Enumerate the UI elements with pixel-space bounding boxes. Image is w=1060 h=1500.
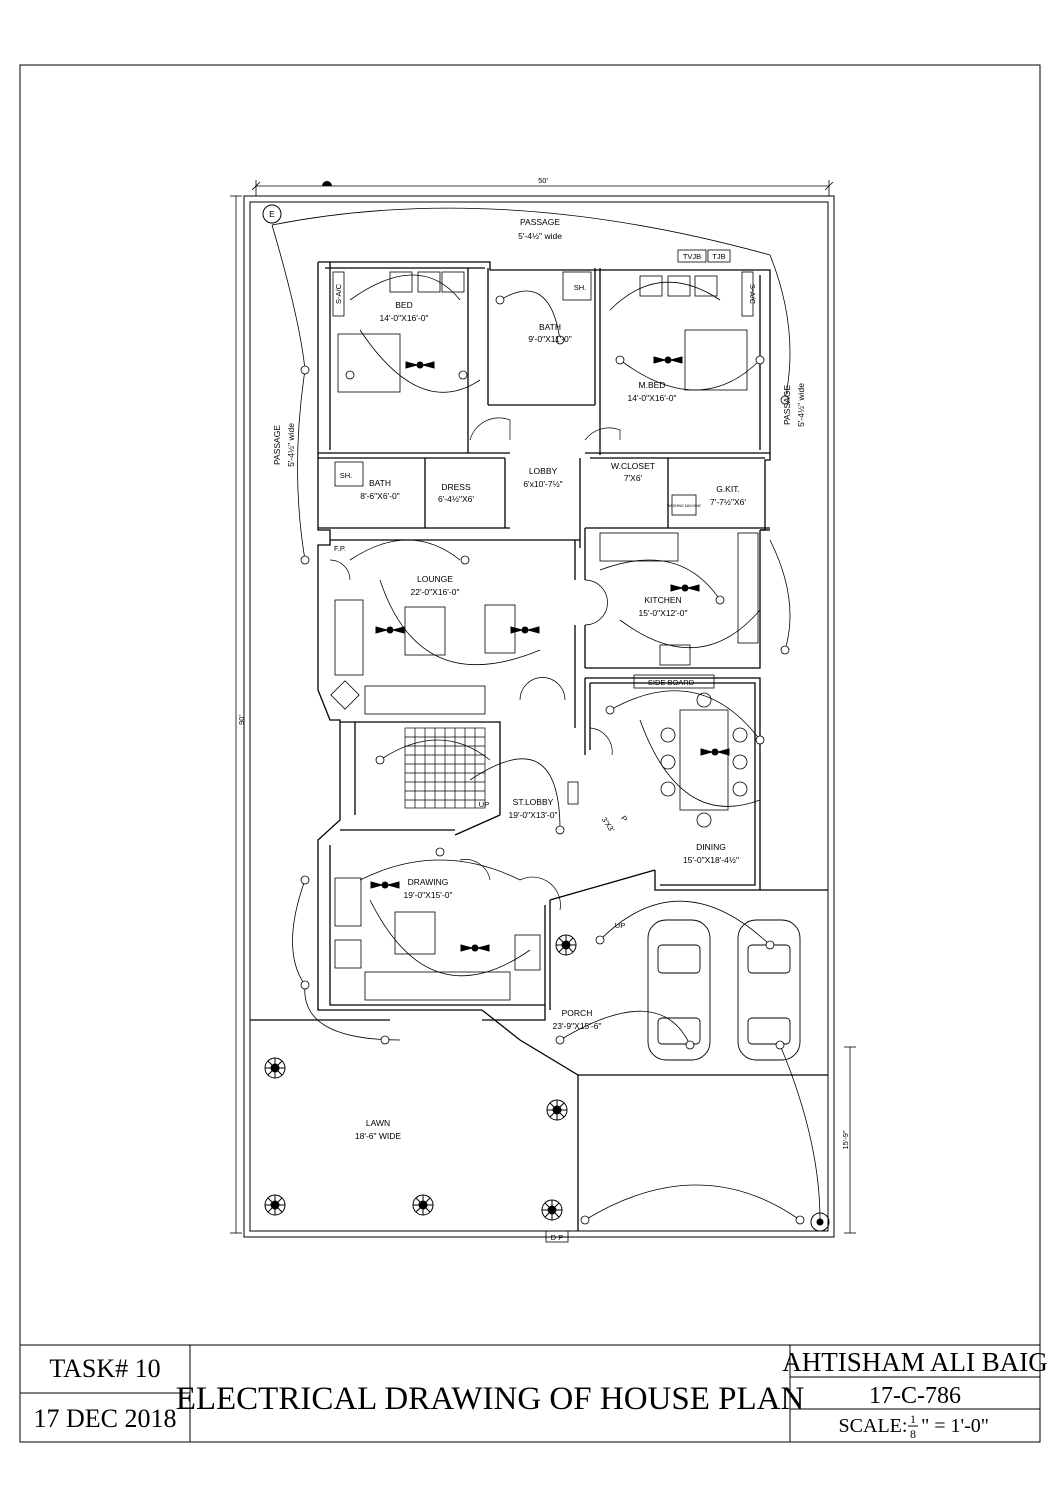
kitchen-counter <box>599 532 759 689</box>
plot-boundary <box>243 195 835 1238</box>
room-name-powder: P <box>619 814 629 823</box>
room-size-kitchen: 15'-0"X12'-0" <box>639 608 688 618</box>
room-name-stlobby: ST.LOBBY <box>513 797 554 807</box>
roll-number: 17-C-786 <box>869 1383 961 1409</box>
scale-suffix: " = 1'-0" <box>921 1415 989 1437</box>
washing-machine-icon <box>671 494 697 516</box>
sh-top-label: SH. <box>574 283 587 292</box>
dimension-width-label: 50' <box>538 176 548 185</box>
tree-icons <box>264 934 830 1232</box>
room-size-passage-top: 5'-4½" wide <box>518 231 562 241</box>
car-icon-2 <box>737 919 801 1061</box>
room-size-drawing: 19'-0"X15'-0" <box>404 890 453 900</box>
lounge-furniture <box>330 599 516 715</box>
sheet-border <box>19 64 1041 1443</box>
room-name-bed: BED <box>395 300 412 310</box>
room-name-passage-left: PASSAGE <box>272 425 282 465</box>
author-name: AHTISHAM ALI BAIG <box>782 1347 1048 1377</box>
room-size-dining: 15'-0"X18'-4½" <box>683 855 739 865</box>
tvjb-label: TVJB <box>683 252 701 261</box>
bed-furniture <box>337 271 748 393</box>
junction-boxes <box>332 249 754 1243</box>
room-name-dress: DRESS <box>441 482 471 492</box>
ceiling-fan-icons <box>370 356 730 952</box>
drawing-furniture <box>334 877 541 1001</box>
room-size-bath-top: 9'-0"X11'-0" <box>528 334 572 344</box>
room-size-dress: 6'-4½"X6' <box>438 494 474 504</box>
room-size-passage-right: 5'-4½" wide <box>796 383 806 427</box>
room-size-porch: 23'-9"X15'-6" <box>553 1021 602 1031</box>
task-number: TASK# 10 <box>49 1354 160 1383</box>
door-swings <box>329 417 621 911</box>
drawing-date: 17 DEC 2018 <box>34 1404 177 1433</box>
title-block <box>19 1344 1041 1443</box>
room-size-stlobby: 19'-0"X13'-0" <box>509 810 558 820</box>
scale-numerator: 1 <box>910 1412 916 1426</box>
earth-point-icon <box>262 204 282 224</box>
room-size-bed: 14'-0"X16'-0" <box>380 313 429 323</box>
room-name-lobby: LOBBY <box>529 466 558 476</box>
room-name-drawing: DRAWING <box>408 877 449 887</box>
car-icon-1 <box>647 919 711 1061</box>
staircase <box>404 727 486 809</box>
room-name-passage-right: PASSAGE <box>782 385 792 425</box>
room-size-lobby: 6'x10'-7½" <box>523 479 562 489</box>
drawing-title: ELECTRICAL DRAWING OF HOUSE PLAN <box>176 1381 805 1417</box>
room-size-powder: 3'X3' <box>600 815 617 834</box>
dp-label: D P <box>551 1233 564 1242</box>
earth-point-label: E <box>269 209 275 219</box>
light-point-icons <box>300 295 805 1225</box>
dining-table <box>660 692 748 828</box>
room-name-lawn: LAWN <box>366 1118 390 1128</box>
dimension-lawn-side <box>844 1046 856 1234</box>
up-porch-label: UP <box>615 921 625 930</box>
washing-machine-label: WASHING MACHINE <box>667 504 701 508</box>
sideboard-label: SIDE BOARD <box>648 678 695 687</box>
sac-right-label: S-A/C <box>748 284 757 305</box>
room-name-kitchen: KITCHEN <box>644 595 681 605</box>
room-size-lounge: 22'-0"X16'-0" <box>411 587 460 597</box>
dimension-width <box>251 180 834 196</box>
room-size-gkit: 7'-7½"X6' <box>710 497 746 507</box>
room-name-bath-top: BATH <box>539 322 561 332</box>
dimension-depth-label: 90' <box>237 715 246 725</box>
room-name-dining: DINING <box>696 842 726 852</box>
room-size-lawn: 18'-6" WIDE <box>355 1131 402 1141</box>
house-walls <box>250 261 828 1231</box>
wiring-circuits <box>271 207 821 1221</box>
room-name-lounge: LOUNGE <box>417 574 453 584</box>
room-size-mbed: 14'-0"X16'-0" <box>628 393 677 403</box>
room-name-gkit: G.KIT. <box>716 484 740 494</box>
room-name-bath-left: BATH <box>369 478 391 488</box>
dimension-lawn-side-label: 15'-9" <box>841 1130 850 1149</box>
dimension-depth <box>230 195 242 1234</box>
up-stairs-label: UP <box>479 800 489 809</box>
sac-left-label: S-A/C <box>334 283 343 304</box>
fp-label: F.P. <box>334 544 346 553</box>
scale-denominator: 8 <box>910 1427 916 1441</box>
sh-left-label: SH. <box>340 471 353 480</box>
room-name-mbed: M.BED <box>639 380 666 390</box>
room-name-porch: PORCH <box>562 1008 593 1018</box>
scale-prefix: SCALE: <box>839 1415 908 1437</box>
room-name-wcloset: W.CLOSET <box>611 461 655 471</box>
tjb-label: TJB <box>712 252 725 261</box>
room-name-passage-top: PASSAGE <box>520 217 560 227</box>
room-size-bath-left: 8'-6"X6'-0" <box>360 491 400 501</box>
north-arrow-icon <box>322 181 332 186</box>
room-size-wcloset: 7'X6' <box>624 473 643 483</box>
room-size-passage-left: 5'-4½" wide <box>286 423 296 467</box>
